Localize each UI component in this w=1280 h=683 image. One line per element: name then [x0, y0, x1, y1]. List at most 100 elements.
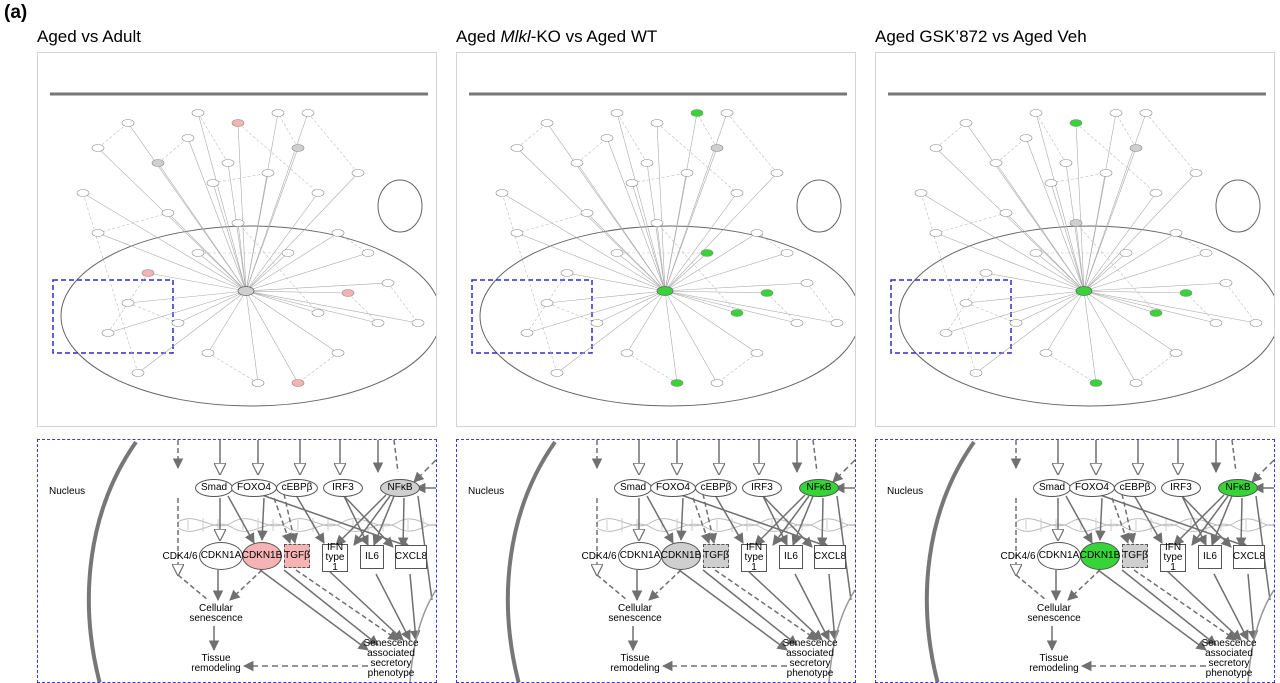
title-gene-italic: Mlkl [500, 27, 531, 46]
node-sasp[interactable]: Senescence associated secretory phenotyp… [1194, 636, 1264, 682]
overview-node [341, 289, 355, 297]
node-tgfb[interactable]: TGFβ [1122, 544, 1148, 568]
node-cxcl8[interactable]: CXCL8 [1233, 545, 1265, 569]
node-foxo4[interactable]: FOXO4 [1069, 479, 1115, 497]
node-cdkn1b[interactable]: CDKN1B [242, 542, 282, 570]
ifn-label-line2: type 1 [744, 552, 764, 573]
sasp-line4: phenotype [1205, 668, 1253, 679]
overview-node [311, 309, 325, 317]
overview-node [331, 349, 345, 357]
overview-node [750, 229, 764, 237]
node-cdkn1b[interactable]: CDKN1B [661, 542, 701, 570]
node-cebpb[interactable]: cEBPβ [276, 479, 318, 497]
node-cdkn1a[interactable]: CDKN1A [1037, 542, 1081, 570]
nucleus-membrane [505, 440, 557, 682]
node-cdkn1a[interactable]: CDKN1A [199, 542, 243, 570]
nucleus-outline [479, 225, 855, 407]
overview-node [760, 289, 774, 297]
node-tgfb[interactable]: TGFβ [703, 544, 729, 568]
overview-node [580, 209, 594, 217]
node-cebpb[interactable]: cEBPβ [1114, 479, 1156, 497]
overview-node [560, 269, 574, 277]
overview-node [1149, 189, 1163, 197]
overview-node [1029, 249, 1043, 257]
title-text: Aged [456, 27, 501, 46]
overview-node [650, 119, 664, 127]
overview-node [291, 379, 305, 387]
overview-node [914, 189, 928, 197]
overview-node [311, 189, 325, 197]
cellular-senescence-line2: senescence [189, 613, 243, 624]
sasp-line4: phenotype [786, 668, 834, 679]
overview-node [121, 119, 135, 127]
node-irf3[interactable]: IRF3 [323, 479, 363, 497]
overview-node [750, 349, 764, 357]
overview-node [570, 159, 584, 167]
tissue-remodeling-line2: remodeling [191, 663, 241, 674]
node-cdk46[interactable]: CDK4/6 [581, 551, 617, 562]
overview-node [381, 279, 395, 287]
node-smad[interactable]: Smad [195, 479, 233, 497]
node-cdk46[interactable]: CDK4/6 [162, 551, 198, 562]
overview-node [780, 249, 794, 257]
node-foxo4[interactable]: FOXO4 [231, 479, 277, 497]
node-cdkn1b[interactable]: CDKN1B [1080, 542, 1120, 570]
node-cebpb[interactable]: cEBPβ [695, 479, 737, 497]
sasp-line3: secretory [1208, 658, 1250, 669]
overview-node [610, 109, 624, 117]
node-ifn-type1[interactable]: IFN type 1 [1160, 543, 1186, 573]
overview-node [929, 229, 943, 237]
node-nfkb[interactable]: NFκB [799, 479, 839, 497]
node-smad[interactable]: Smad [614, 479, 652, 497]
overview-nfkb-hub [656, 286, 674, 296]
overview-node [291, 144, 305, 152]
overview-node [221, 159, 235, 167]
ifn-label-line1: IFN [326, 542, 344, 553]
cellular-senescence-line1: Cellular [618, 603, 652, 614]
nucleus-zoom-inset: Nucleus Smad FOXO4 cEBPβ IRF3 NFκB CDK4/… [456, 439, 856, 683]
node-cxcl8[interactable]: CXCL8 [395, 545, 427, 569]
overview-node [1189, 169, 1203, 177]
overview-node [206, 179, 220, 187]
node-sasp[interactable]: Senescence associated secretory phenotyp… [356, 636, 426, 682]
overview-node [1149, 309, 1163, 317]
er-outline [796, 179, 842, 233]
node-cellular-senescence[interactable]: Cellular senescence [1024, 602, 1084, 626]
node-cdk46[interactable]: CDK4/6 [1000, 551, 1036, 562]
node-cdkn1a[interactable]: CDKN1A [618, 542, 662, 570]
overview-node [600, 134, 614, 142]
node-cellular-senescence[interactable]: Cellular senescence [605, 602, 665, 626]
node-ifn-type1[interactable]: IFN type 1 [322, 542, 348, 573]
overview-node [540, 299, 554, 307]
overview-node [1089, 379, 1103, 387]
overview-node [979, 269, 993, 277]
node-tissue-remodeling[interactable]: Tissue remodeling [190, 652, 242, 676]
node-irf3[interactable]: IRF3 [1161, 479, 1201, 497]
nucleus-membrane [924, 440, 976, 682]
node-irf3[interactable]: IRF3 [742, 479, 782, 497]
node-cellular-senescence[interactable]: Cellular senescence [186, 602, 246, 626]
node-il6[interactable]: IL6 [1198, 545, 1222, 569]
sasp-line2: associated [1205, 648, 1253, 659]
nucleus-outline [60, 225, 436, 407]
overview-node [495, 189, 509, 197]
overview-node [91, 144, 105, 152]
cellular-senescence-line1: Cellular [199, 603, 233, 614]
node-nfkb[interactable]: NFκB [1218, 479, 1258, 497]
node-tissue-remodeling[interactable]: Tissue remodeling [1028, 652, 1080, 676]
node-sasp[interactable]: Senescence associated secretory phenotyp… [775, 636, 845, 682]
node-cxcl8[interactable]: CXCL8 [814, 545, 846, 569]
overview-node [1169, 229, 1183, 237]
node-il6[interactable]: IL6 [779, 545, 803, 569]
node-il6[interactable]: IL6 [360, 545, 384, 569]
node-ifn-type1[interactable]: IFN type 1 [741, 543, 767, 573]
node-nfkb[interactable]: NFκB [380, 479, 420, 497]
node-foxo4[interactable]: FOXO4 [650, 479, 696, 497]
overview-node [191, 109, 205, 117]
node-tissue-remodeling[interactable]: Tissue remodeling [609, 652, 661, 676]
overview-node [1119, 249, 1133, 257]
node-tgfb[interactable]: TGFβ [284, 544, 310, 568]
overview-nfkb-hub [237, 286, 255, 296]
pathway-panel: Aged vs Adult [37, 0, 437, 683]
node-smad[interactable]: Smad [1033, 479, 1071, 497]
